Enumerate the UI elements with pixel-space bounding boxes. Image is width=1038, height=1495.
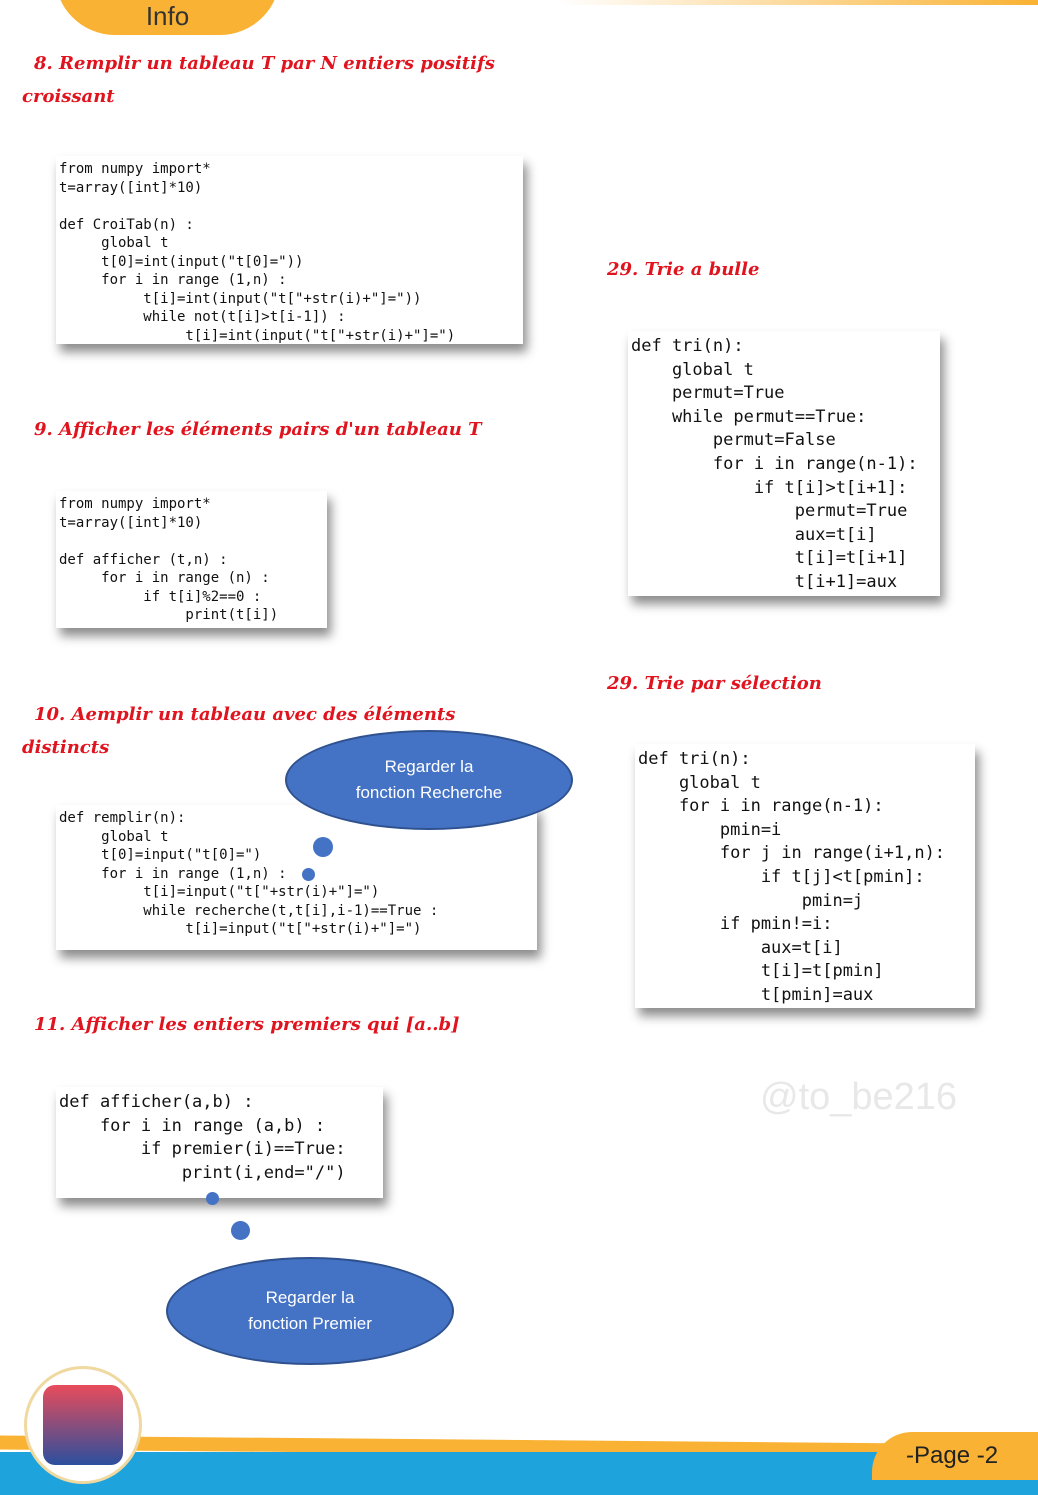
bubble-sort-title: 29. Trie a bulle bbox=[607, 259, 760, 280]
code-line: t[0]=int(input("t[0]=")) bbox=[59, 253, 304, 270]
code-line: from numpy import* bbox=[59, 161, 211, 177]
code-line: pmin=i bbox=[638, 819, 782, 840]
watermark: @to_be216 bbox=[760, 1076, 958, 1118]
callout-cloud-recherche: Regarder la fonction Recherche bbox=[285, 730, 573, 830]
code-line: if t[i]>t[i+1]: bbox=[631, 477, 908, 498]
page-number-tab: -Page -2 bbox=[872, 1432, 1038, 1480]
code-line: def afficher(a,b) : bbox=[59, 1092, 254, 1112]
code-line: for i in range (1,n) : bbox=[59, 865, 287, 882]
callout-line: Regarder la bbox=[265, 1288, 355, 1307]
code-line: t[0]=input("t[0]=") bbox=[59, 847, 262, 863]
code-line: t[i]=int(input("t["+str(i)+"]=")) bbox=[59, 290, 422, 307]
footer-blue-band bbox=[0, 1452, 1038, 1495]
code-line: print(t[i]) bbox=[59, 607, 279, 623]
logo bbox=[24, 1366, 142, 1484]
section-9-title: 9. Afficher les éléments pairs d'un tabl… bbox=[34, 419, 482, 440]
code-line: t=array([int]*10) bbox=[59, 514, 203, 531]
callout-bubble-dot bbox=[302, 868, 315, 881]
code-line: while not(t[i]>t[i-1]) : bbox=[59, 309, 346, 325]
code-block-afficher-pairs: from numpy import* t=array([int]*10) def … bbox=[56, 491, 327, 628]
code-line: t=array([int]*10) bbox=[59, 179, 203, 196]
code-line: for i in range(n-1): bbox=[631, 453, 918, 474]
code-line: def afficher (t,n) : bbox=[59, 551, 228, 568]
code-line: if pmin!=i: bbox=[638, 914, 833, 935]
callout-line: Regarder la bbox=[384, 757, 474, 776]
section-11-title: 11. Afficher les entiers premiers qui [a… bbox=[34, 1014, 460, 1035]
code-line: def tri(n): bbox=[638, 749, 751, 769]
code-line: global t bbox=[631, 359, 754, 380]
code-line: t[i]=input("t["+str(i)+"]=") bbox=[59, 921, 422, 937]
code-line: for i in range (1,n) : bbox=[59, 272, 287, 288]
code-line: permut=True bbox=[631, 501, 908, 522]
info-tab-label: Info bbox=[145, 1, 190, 31]
code-line: t[i]=input("t["+str(i)+"]=") bbox=[59, 884, 380, 900]
code-block-afficher-premiers: def afficher(a,b) : for i in range (a,b)… bbox=[56, 1087, 383, 1198]
header-decoration bbox=[560, 0, 1038, 5]
code-block-selection-sort: def tri(n): global t for i in range(n-1)… bbox=[635, 744, 975, 1008]
logo-image bbox=[43, 1385, 123, 1465]
callout-cloud-premier: Regarder la fonction Premier bbox=[166, 1257, 454, 1365]
callout-line: fonction Recherche bbox=[355, 783, 503, 802]
callout-bubble-dot bbox=[231, 1221, 250, 1240]
code-line: if t[i]%2==0 : bbox=[59, 588, 262, 605]
code-line: t[i]=t[pmin] bbox=[638, 961, 884, 982]
code-line: if premier(i)==True: bbox=[59, 1139, 346, 1160]
section-10-title-cont: distincts bbox=[22, 737, 110, 758]
code-block-bubble-sort: def tri(n): global t permut=True while p… bbox=[628, 331, 940, 596]
code-line: for j in range(i+1,n): bbox=[638, 843, 946, 864]
code-line: aux=t[i] bbox=[638, 937, 843, 958]
code-block-croitab: from numpy import* t=array([int]*10) def … bbox=[56, 156, 523, 344]
section-8-title-cont: croissant bbox=[22, 86, 115, 107]
code-line: def CroiTab(n) : bbox=[59, 216, 194, 233]
callout-bubble-dot bbox=[206, 1192, 219, 1205]
code-line: if t[j]<t[pmin]: bbox=[638, 866, 925, 887]
code-line: global t bbox=[638, 772, 761, 793]
section-10-title: 10. Aemplir un tableau avec des éléments bbox=[34, 704, 456, 725]
page-number: -Page -2 bbox=[906, 1442, 999, 1469]
code-line: def tri(n): bbox=[631, 336, 744, 356]
code-line: permut=True bbox=[631, 383, 785, 404]
code-line: from numpy import* bbox=[59, 496, 211, 512]
code-line: global t bbox=[59, 828, 169, 845]
section-8-title: 8. Remplir un tableau T par N entiers po… bbox=[34, 53, 495, 74]
code-line: t[i+1]=aux bbox=[631, 571, 898, 592]
code-line: global t bbox=[59, 235, 169, 251]
selection-sort-title: 29. Trie par sélection bbox=[607, 673, 822, 694]
code-block-remplir: def remplir(n): global t t[0]=input("t[0… bbox=[56, 805, 537, 950]
code-line bbox=[59, 532, 325, 551]
code-line: t[pmin]=aux bbox=[638, 984, 874, 1005]
info-tab: Info bbox=[55, 0, 280, 35]
code-line: t[i]=t[i+1] bbox=[631, 548, 908, 569]
code-line: for i in range(n-1): bbox=[638, 796, 884, 817]
code-line: pmin=j bbox=[638, 890, 864, 911]
callout-bubble-dot bbox=[313, 837, 333, 857]
code-line: while recherche(t,t[i],i-1)==True : bbox=[59, 902, 439, 919]
code-line: for i in range (n) : bbox=[59, 570, 270, 586]
code-line: for i in range (a,b) : bbox=[59, 1115, 326, 1136]
code-line: def remplir(n): bbox=[59, 810, 186, 826]
code-line: aux=t[i] bbox=[631, 524, 877, 545]
code-line bbox=[59, 197, 521, 216]
code-line: t[i]=int(input("t["+str(i)+"]=") bbox=[59, 327, 456, 344]
callout-line: fonction Premier bbox=[248, 1314, 372, 1333]
code-line: print(i,end="/") bbox=[59, 1162, 346, 1183]
code-line: while permut==True: bbox=[631, 406, 867, 427]
code-line: permut=False bbox=[631, 430, 836, 451]
